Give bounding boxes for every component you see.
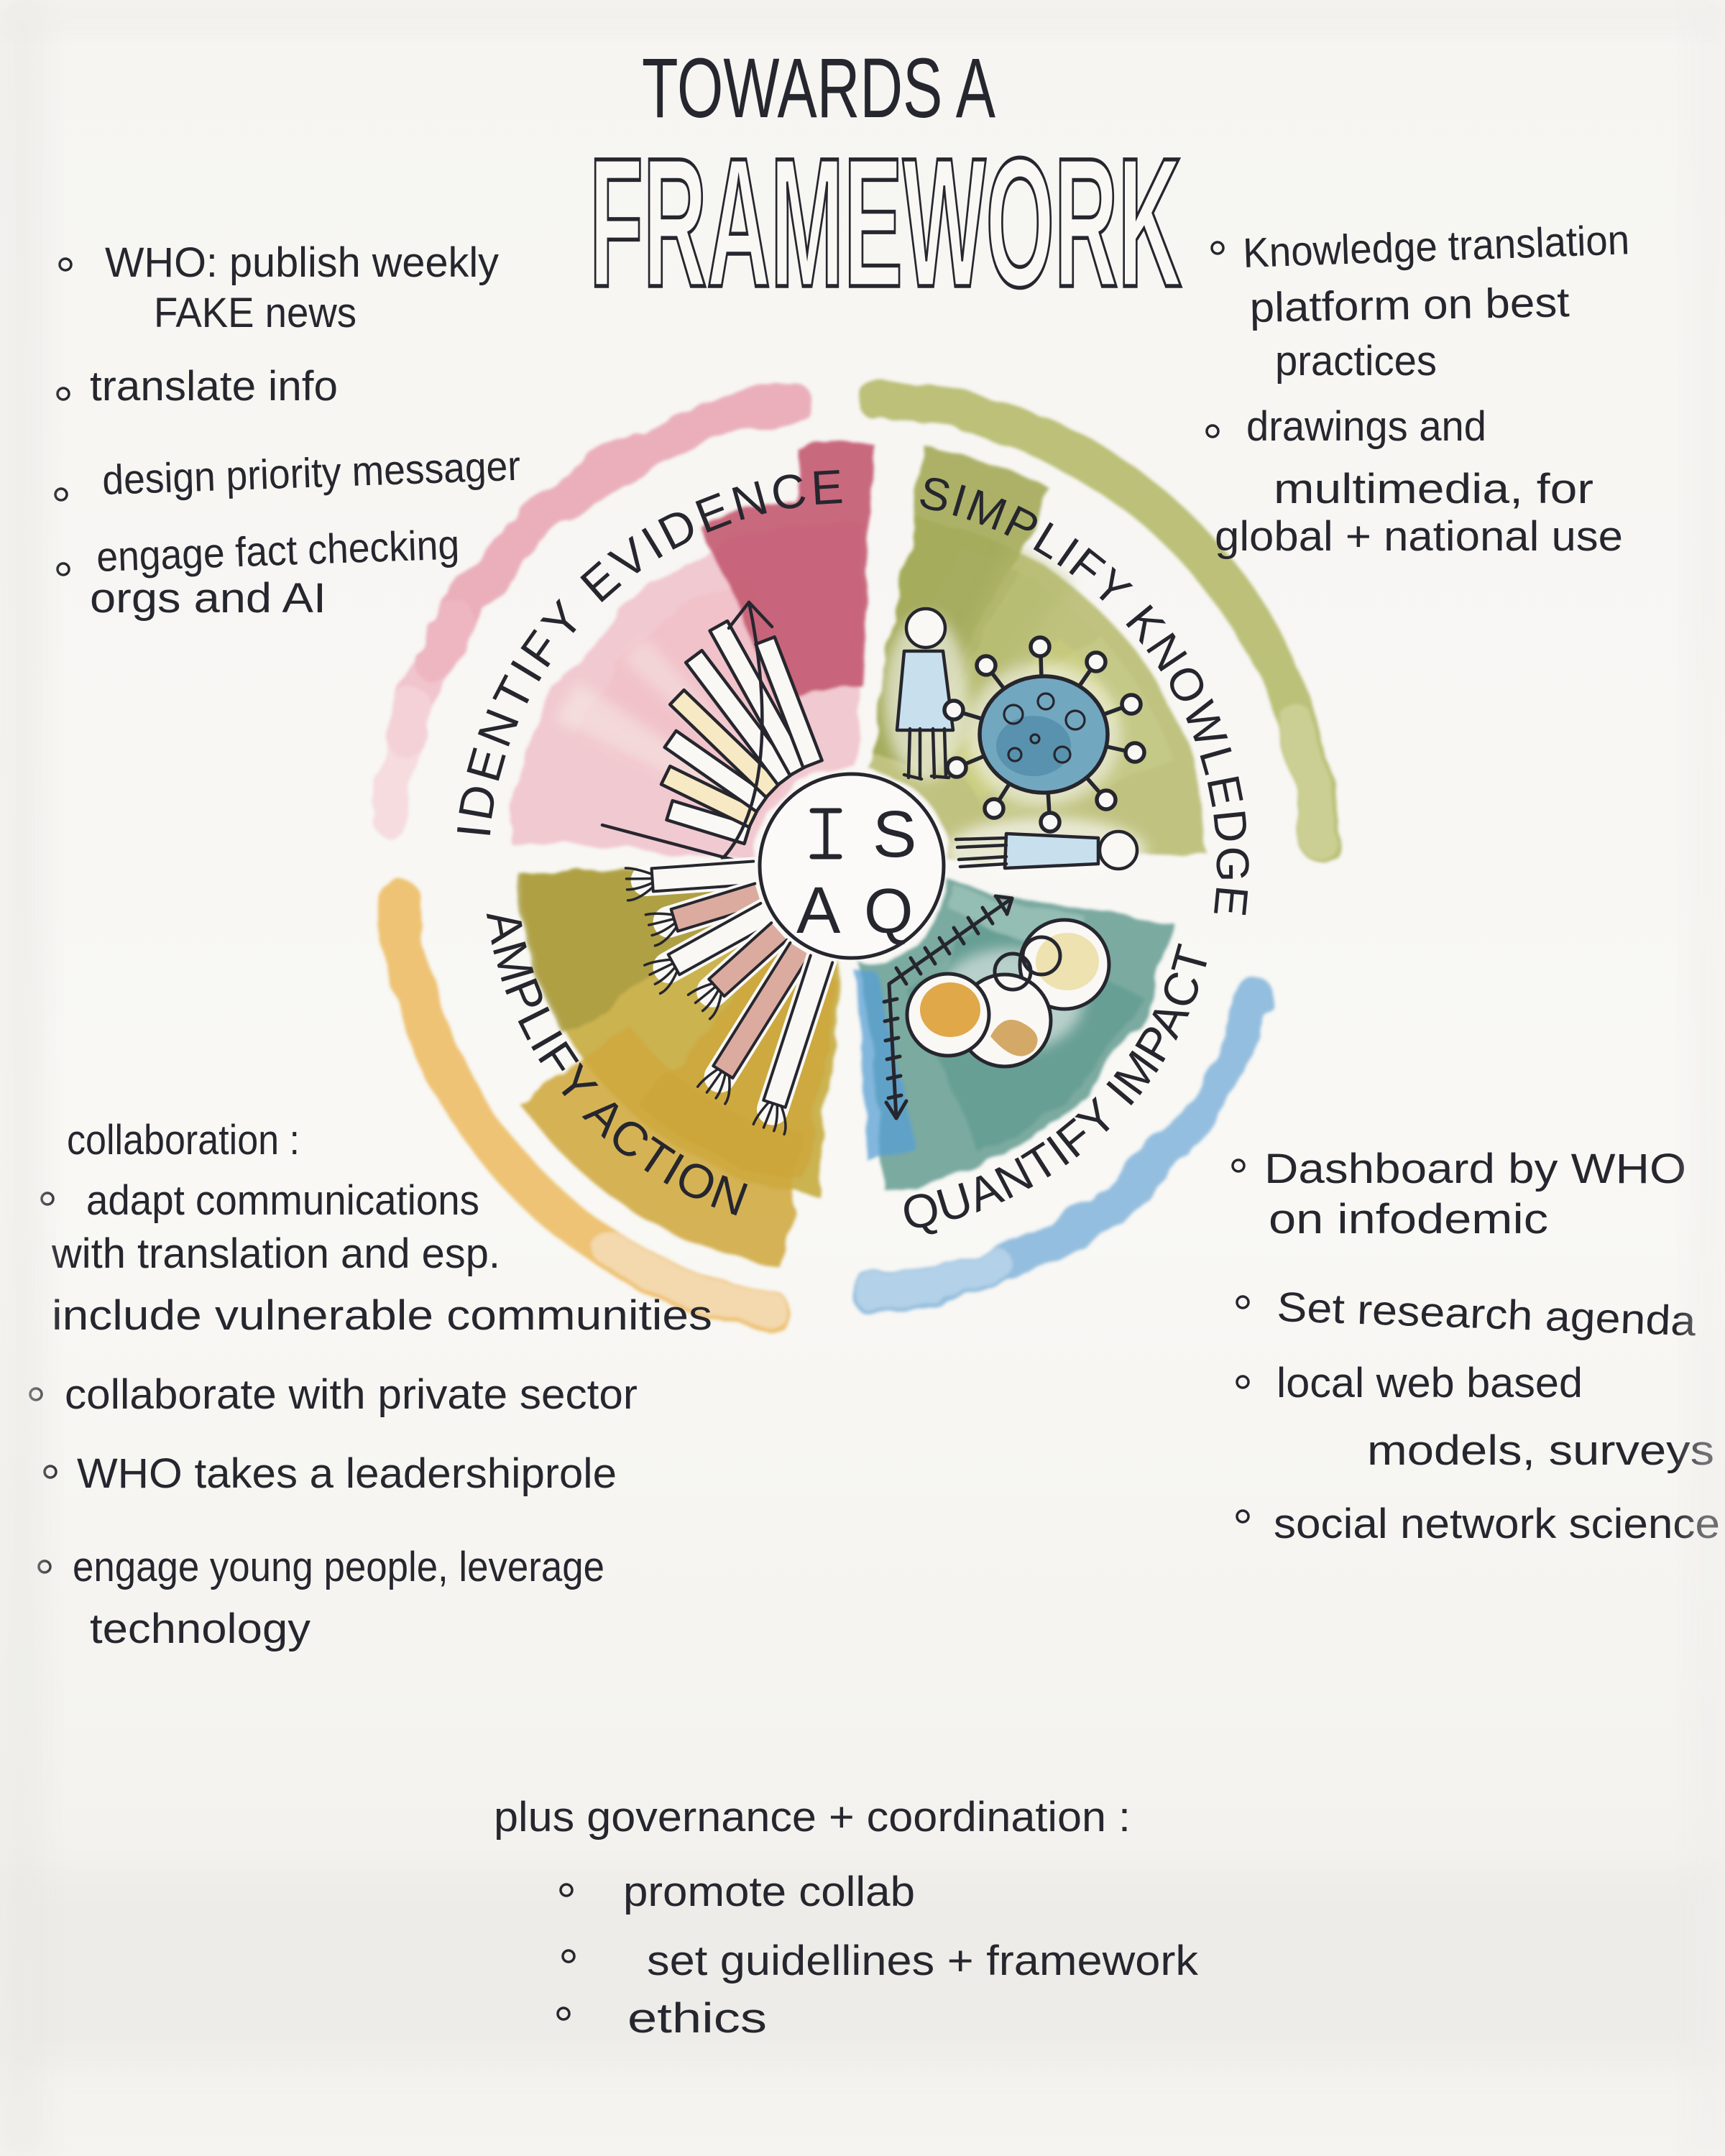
svg-text:multimedia, for: multimedia, for <box>1274 466 1593 512</box>
svg-text:on infodemic: on infodemic <box>1269 1196 1548 1243</box>
svg-text:collaborate with private secto: collaborate with private sector <box>65 1371 638 1418</box>
svg-text:plus governance + coordination: plus governance + coordination : <box>494 1794 1131 1841</box>
svg-text:local web based: local web based <box>1276 1360 1583 1406</box>
svg-text:WHO: publish weekly: WHO: publish weekly <box>105 239 499 286</box>
svg-text:promote collab: promote collab <box>623 1869 915 1915</box>
svg-text:models, surveys: models, surveys <box>1367 1427 1714 1474</box>
svg-text:WHO takes a leadershiprole: WHO takes a leadershiprole <box>77 1450 617 1497</box>
svg-text:include vulnerable communities: include vulnerable communities <box>52 1292 712 1339</box>
svg-text:translate info: translate info <box>90 363 338 410</box>
svg-text:orgs and AI: orgs and AI <box>90 575 326 622</box>
svg-text:platform on best: platform on best <box>1249 279 1570 331</box>
svg-text:Dashboard by WHO: Dashboard by WHO <box>1264 1146 1686 1192</box>
svg-text:FAKE news: FAKE news <box>154 290 356 336</box>
svg-text:FRAMEWORK: FRAMEWORK <box>589 120 1182 326</box>
svg-text:with translation and esp.: with translation and esp. <box>51 1230 500 1277</box>
svg-text:drawings and: drawings and <box>1246 403 1486 450</box>
svg-text:social network science: social network science <box>1274 1501 1720 1547</box>
svg-text:ethics: ethics <box>627 1995 767 2042</box>
svg-text:S: S <box>873 798 916 871</box>
svg-text:collaboration :: collaboration : <box>67 1117 300 1164</box>
svg-text:Q: Q <box>864 875 913 946</box>
svg-text:TOWARDS A: TOWARDS A <box>642 41 995 136</box>
svg-text:adapt communications: adapt communications <box>86 1177 479 1224</box>
svg-text:A: A <box>796 874 841 947</box>
svg-text:practices: practices <box>1275 338 1437 384</box>
svg-text:technology: technology <box>90 1606 310 1652</box>
svg-text:engage young people, leverage: engage young people, leverage <box>73 1544 604 1590</box>
svg-text:global + national use: global + national use <box>1215 513 1623 560</box>
svg-text:set guidellines + framework: set guidellines + framework <box>647 1938 1199 1984</box>
